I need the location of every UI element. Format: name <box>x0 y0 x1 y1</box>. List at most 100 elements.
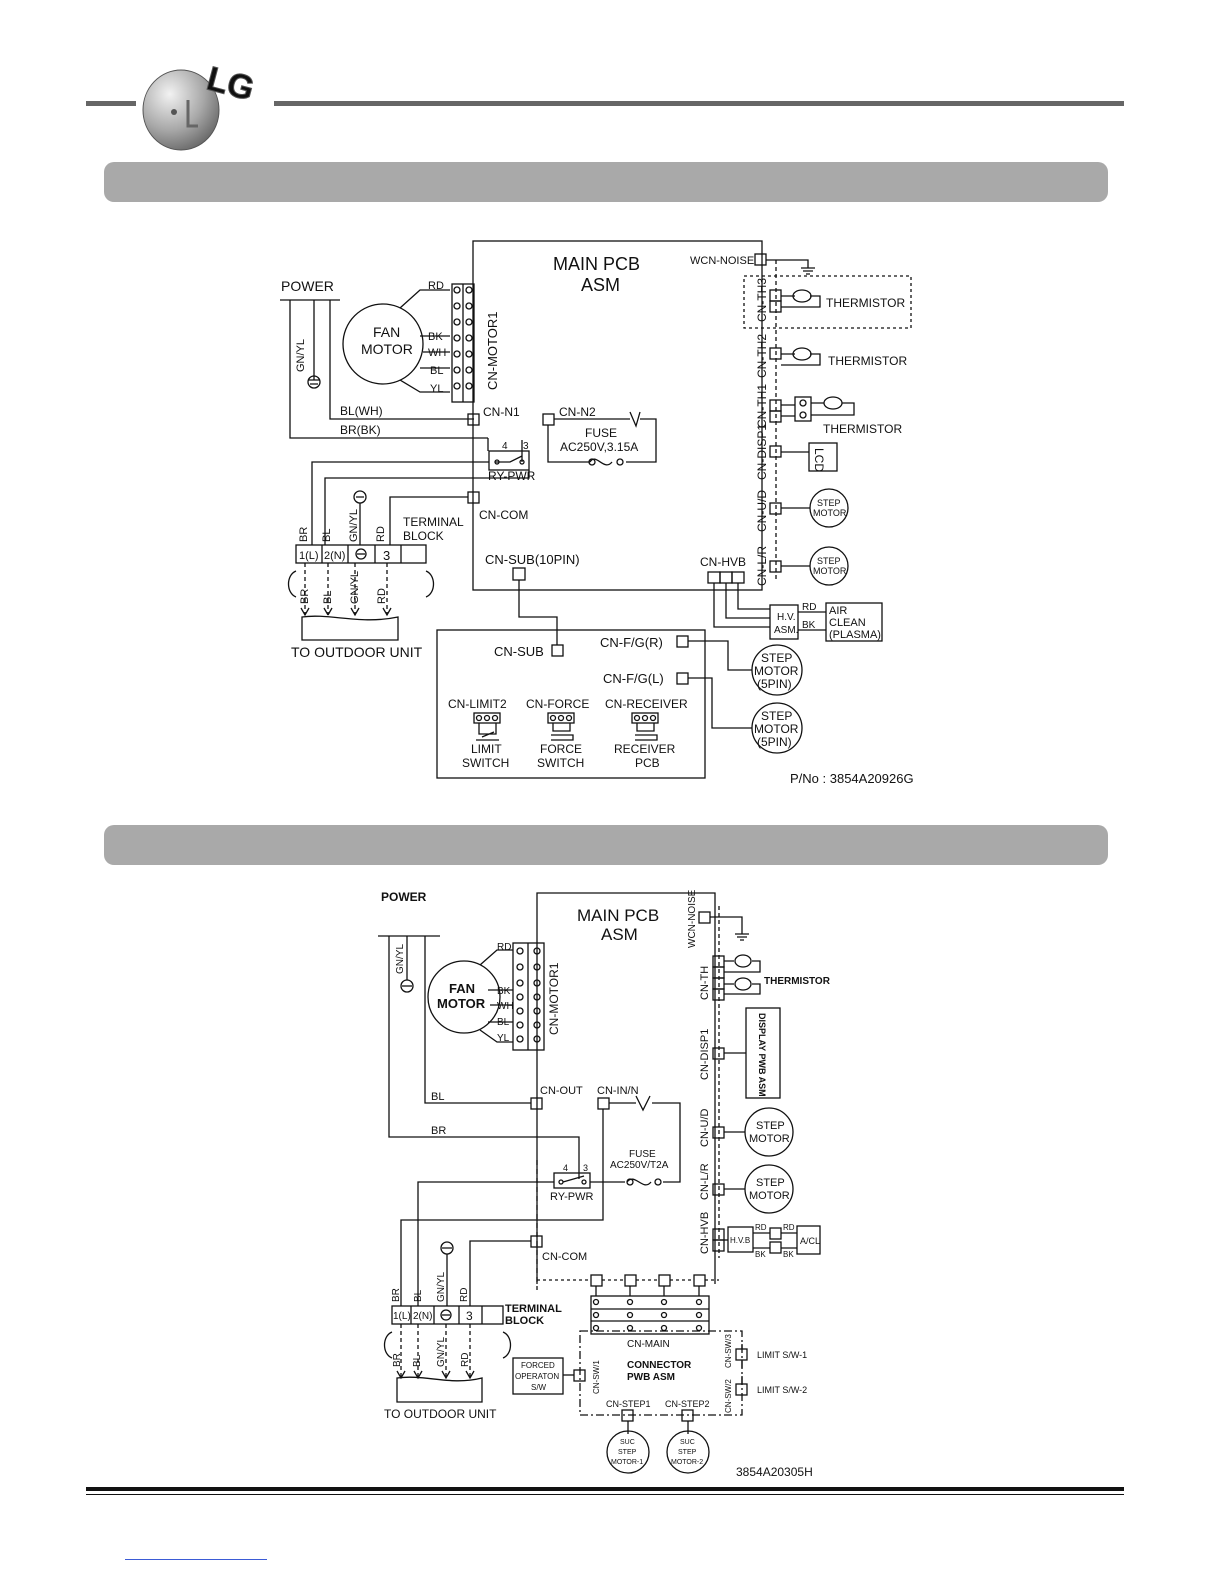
d2-terminal-block-line1: TERMINAL <box>505 1303 562 1315</box>
d2-ry-pin3: 3 <box>583 1163 588 1173</box>
d1-bl-wh: BL(WH) <box>340 404 383 418</box>
d2-limit-sw2: LIMIT S/W-2 <box>757 1385 807 1395</box>
d2-tb-cell-1: 1(L) <box>393 1311 411 1322</box>
d1-fan-motor-line2: MOTOR <box>361 341 413 357</box>
d2-forced-op-line1: FORCED <box>521 1361 555 1370</box>
d2-main-pcb-line1: MAIN PCB <box>577 906 659 925</box>
d2-tb-top-br: BR <box>391 1288 402 1302</box>
d1-cn-sub-10pin: CN-SUB(10PIN) <box>485 552 580 567</box>
d2-gnyl: GN/YL <box>395 944 406 974</box>
d1-receiver-pcb-line2: PCB <box>635 756 660 770</box>
d2-thermistor: THERMISTOR <box>764 976 831 987</box>
d1-cn-th2: CN-TH2 <box>755 334 769 378</box>
d1-step-ud-line1: STEP <box>817 498 841 508</box>
d2-cn-motor1: CN-MOTOR1 <box>547 962 561 1035</box>
d1-fuse-line2: AC250V,3.15A <box>560 440 638 454</box>
d2-tb-top-gnyl: GN/YL <box>436 1272 447 1302</box>
d2-suc1-line2: STEP <box>618 1449 637 1456</box>
d2-fan-motor-line1: FAN <box>449 981 475 996</box>
d2-suc2-line3: MOTOR-2 <box>671 1459 703 1466</box>
d2-hv-rd1: RD <box>755 1223 767 1232</box>
d2-wire-bl: BL <box>497 1017 510 1028</box>
th3-dashed-box <box>743 275 912 329</box>
wiring-diagram-2: POWER MAIN PCB ASM WCN-NOISE GN/YL FAN M… <box>378 889 831 1479</box>
d2-acl: A/CL <box>800 1236 820 1246</box>
d1-step5-l-line1: STEP <box>761 709 792 723</box>
d2-connector-pwb-line1: CONNECTOR <box>627 1360 692 1371</box>
wiring-diagram-1: MAIN PCB ASM WCN-NOISE POWER GN/YL FAN M… <box>280 240 914 786</box>
d2-fuse-line2: AC250V/T2A <box>610 1160 669 1171</box>
d2-wire-rd: RD <box>497 942 511 953</box>
d1-step5-l-line3: (5PIN) <box>757 735 792 749</box>
d1-br-bk: BR(BK) <box>340 423 381 437</box>
d2-cn-out: CN-OUT <box>540 1085 583 1097</box>
d1-wire-bk: BK <box>428 331 443 343</box>
d2-connector-pwb-line2: PWB ASM <box>627 1372 675 1383</box>
d1-tb-bot-bl: BL <box>322 591 334 604</box>
d1-ry-pin3: 3 <box>523 441 529 452</box>
d1-tb-cell-1: 1(L) <box>299 550 319 562</box>
d1-cn-limit2: CN-LIMIT2 <box>448 697 507 711</box>
d1-force-switch-line2: SWITCH <box>537 756 584 770</box>
d1-air-clean-line1: AIR <box>829 605 847 617</box>
d2-tb-cell-2: 2(N) <box>413 1311 432 1322</box>
d2-step-lr-line2: MOTOR <box>749 1190 790 1202</box>
d2-cn-sw2: CN-SW/2 <box>724 1379 733 1413</box>
d2-forced-op-line2: OPERATON <box>515 1372 559 1381</box>
d1-fuse-line1: FUSE <box>585 426 617 440</box>
d1-tb-top-bl: BL <box>321 529 333 542</box>
d1-to-outdoor: TO OUTDOOR UNIT <box>291 644 423 660</box>
d1-lcd: LCD <box>812 448 826 472</box>
footer-rule-thick <box>86 1487 1124 1491</box>
d1-main-pcb-line2: ASM <box>581 275 620 295</box>
d1-power: POWER <box>281 278 334 294</box>
header-rule-left <box>86 101 136 106</box>
d2-cn-sw3: CN-SW/3 <box>724 1334 733 1368</box>
d1-tb-top-rd: RD <box>375 526 387 542</box>
d1-ry-pwr: RY-PWR <box>488 469 536 483</box>
d2-tb-bot-gnyl: GN/YL <box>436 1337 447 1367</box>
d2-step-ud-line2: MOTOR <box>749 1133 790 1145</box>
d2-part-no: 3854A20305H <box>736 1465 813 1479</box>
d1-cn-n1: CN-N1 <box>483 405 520 419</box>
d1-tb-bot-gnyl: GN/YL <box>349 571 361 604</box>
d1-thermistor-1: THERMISTOR <box>823 422 902 436</box>
d1-step-lr-line1: STEP <box>817 556 841 566</box>
d2-hv-rd2: RD <box>783 1223 795 1232</box>
d2-main-pcb-box <box>536 892 716 1284</box>
d1-hv-rd: RD <box>802 602 816 613</box>
d1-wire-rd: RD <box>428 280 444 292</box>
d2-wcn-noise: WCN-NOISE <box>687 889 698 948</box>
d1-cn-motor1: CN-MOTOR1 <box>485 312 500 390</box>
d1-step-ud-line2: MOTOR <box>813 508 847 518</box>
d2-cn-com: CN-COM <box>542 1251 587 1263</box>
d1-step5-r-line3: (5PIN) <box>757 677 792 691</box>
d2-suc1-line1: SUC <box>620 1439 635 1446</box>
d1-wcn-noise: WCN-NOISE <box>690 255 754 267</box>
d1-cn-th1: CN-TH1 <box>755 384 769 428</box>
d1-step5-r-line2: MOTOR <box>754 664 799 678</box>
d2-hv-bk2: BK <box>783 1250 794 1259</box>
d2-step-ud-line1: STEP <box>756 1120 785 1132</box>
d1-cn-disp1: CN-DISP1 <box>755 424 769 480</box>
d1-thermistor-3: THERMISTOR <box>826 296 905 310</box>
d1-force-switch-line1: FORCE <box>540 742 582 756</box>
d1-part-no: P/No : 3854A20926G <box>790 771 914 786</box>
d1-wire-yl: YL <box>430 383 443 395</box>
d2-cn-in-n: CN-IN/N <box>597 1085 639 1097</box>
d2-main-pcb-line2: ASM <box>601 925 638 944</box>
d1-limit-switch-line2: SWITCH <box>462 756 509 770</box>
d2-forced-op-line3: S/W <box>531 1383 547 1392</box>
d1-tb-top-br: BR <box>298 527 310 542</box>
d1-wire-bl: BL <box>430 365 443 377</box>
d1-tb-cell-2: 2(N) <box>324 550 345 562</box>
d2-wire-bk: BK <box>497 986 511 997</box>
d1-cn-lr: CN-L/R <box>755 546 769 586</box>
d2-tb-cell-3: 3 <box>466 1309 473 1323</box>
sub-pcb-box <box>436 629 706 779</box>
d1-terminal-block-line2: BLOCK <box>403 529 444 543</box>
d2-wire-yl: YL <box>497 1033 510 1044</box>
d2-cn-ud: CN-U/D <box>699 1108 711 1147</box>
d1-cn-sub: CN-SUB <box>494 644 544 659</box>
d2-power: POWER <box>381 890 427 904</box>
